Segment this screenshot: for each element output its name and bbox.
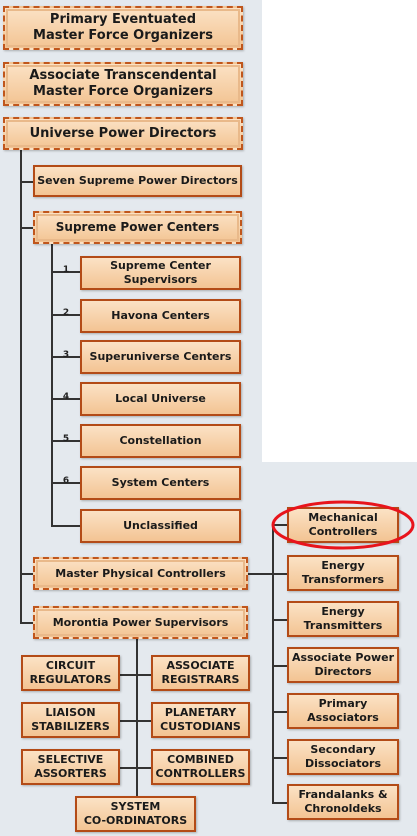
center-number-1: 1 xyxy=(62,265,70,275)
controller-box-primary-associators: Primary Associators xyxy=(287,693,399,729)
morontia-box-associate-registrars: ASSOCIATE REGISTRARS xyxy=(151,655,250,691)
morontia-box-selective-assorters: SELECTIVE ASSORTERS xyxy=(21,749,120,785)
center-box-havona: Havona Centers xyxy=(80,299,241,333)
connector-seven xyxy=(20,181,34,183)
center-number-2: 2 xyxy=(62,308,70,318)
center-connector-7 xyxy=(51,525,81,527)
physical-to-right-line xyxy=(248,573,272,575)
center-number-4: 4 xyxy=(62,392,70,402)
universe-power-directors-box: Universe Power Directors xyxy=(3,117,243,150)
right-trunk-line xyxy=(272,524,274,802)
morontia-row-3-line xyxy=(118,767,152,769)
right-connector-1 xyxy=(272,524,288,526)
master-physical-controllers-box: Master Physical Controllers xyxy=(33,557,248,590)
center-box-unclassified: Unclassified xyxy=(80,509,241,543)
center-connector-5 xyxy=(51,440,81,442)
morontia-power-supervisors-box: Morontia Power Supervisors xyxy=(33,606,248,639)
morontia-row-1-line xyxy=(118,674,152,676)
supreme-power-centers-box: Supreme Power Centers xyxy=(33,211,242,244)
connector-supreme-centers xyxy=(20,227,34,229)
right-connector-7 xyxy=(272,802,288,804)
center-connector-1 xyxy=(51,271,81,273)
controller-box-associate-power-directors: Associate Power Directors xyxy=(287,647,399,683)
center-number-6: 6 xyxy=(62,476,70,486)
primary-eventuated-box: Primary Eventuated Master Force Organize… xyxy=(3,6,243,50)
center-connector-2 xyxy=(51,314,81,316)
connector-master-physical xyxy=(20,573,34,575)
morontia-row-2-line xyxy=(118,720,152,722)
morontia-box-combined-controllers: COMBINED CONTROLLERS xyxy=(151,749,250,785)
right-connector-5 xyxy=(272,711,288,713)
connector-morontia xyxy=(20,622,34,624)
controller-box-secondary-dissociators: Secondary Dissociators xyxy=(287,739,399,775)
center-box-constellation: Constellation xyxy=(80,424,241,458)
main-trunk-line xyxy=(20,146,22,624)
morontia-box-liaison-stabilizers: LIAISON STABILIZERS xyxy=(21,702,120,738)
center-number-5: 5 xyxy=(62,434,70,444)
center-connector-3 xyxy=(51,356,81,358)
morontia-box-planetary-custodians: PLANETARY CUSTODIANS xyxy=(151,702,250,738)
right-connector-6 xyxy=(272,757,288,759)
controller-box-frandalanks: Frandalanks & Chronoldeks xyxy=(287,784,399,820)
right-connector-4 xyxy=(272,665,288,667)
center-box-supreme-center-supervisors: Supreme Center Supervisors xyxy=(80,256,241,290)
morontia-box-system-coordinators: SYSTEM CO-ORDINATORS xyxy=(75,796,196,832)
right-connector-2 xyxy=(272,573,288,575)
centers-trunk-line xyxy=(51,242,53,527)
center-connector-4 xyxy=(51,398,81,400)
controller-box-energy-transformers: Energy Transformers xyxy=(287,555,399,591)
right-connector-3 xyxy=(272,619,288,621)
center-box-superuniverse: Superuniverse Centers xyxy=(80,340,241,374)
center-box-local-universe: Local Universe xyxy=(80,382,241,416)
morontia-trunk-line xyxy=(136,638,138,798)
seven-supreme-power-directors-box: Seven Supreme Power Directors xyxy=(33,165,242,197)
center-connector-6 xyxy=(51,482,81,484)
morontia-box-circuit-regulators: CIRCUIT REGULATORS xyxy=(21,655,120,691)
center-box-system-centers: System Centers xyxy=(80,466,241,500)
controller-box-mechanical: Mechanical Controllers xyxy=(287,507,399,543)
controller-box-energy-transmitters: Energy Transmitters xyxy=(287,601,399,637)
associate-transcendental-box: Associate Transcendental Master Force Or… xyxy=(3,62,243,106)
center-number-3: 3 xyxy=(62,350,70,360)
